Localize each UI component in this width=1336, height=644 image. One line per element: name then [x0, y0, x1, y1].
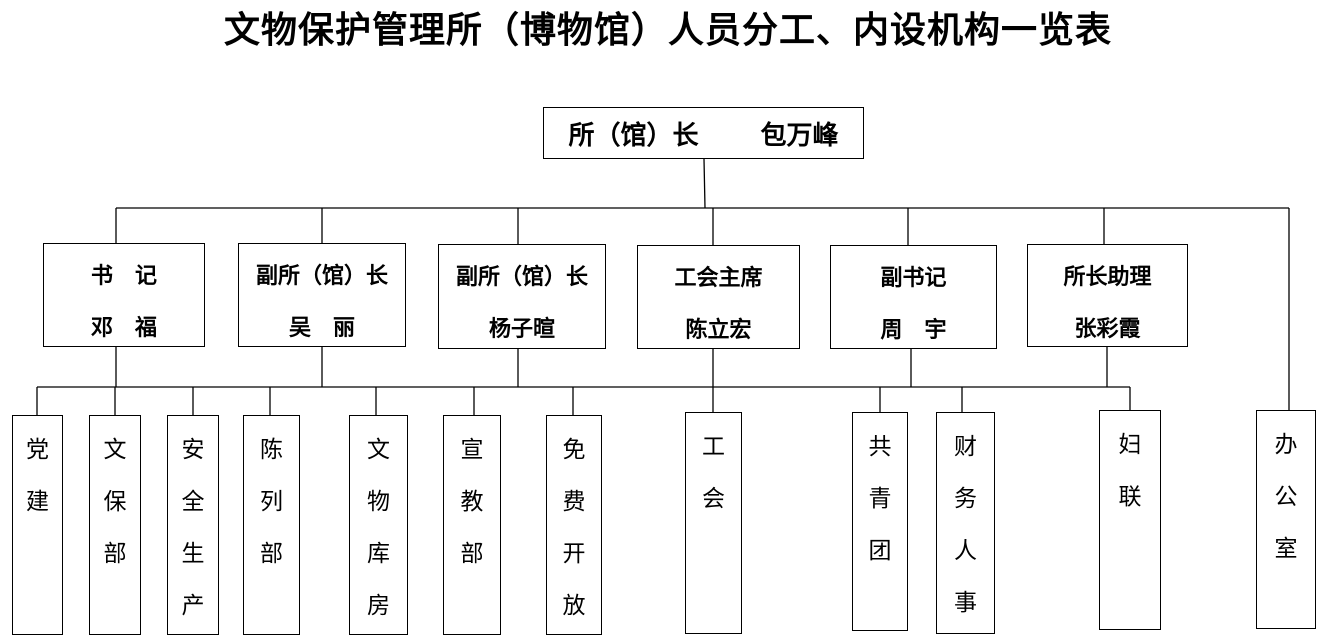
dept-char: 费	[562, 489, 586, 515]
dept-char: 青	[868, 486, 892, 512]
dept-char: 人	[954, 538, 977, 564]
leader-box-deputy-director-2: 副所（馆）长 杨子暄	[438, 244, 606, 349]
leader-role: 所长助理	[1063, 264, 1152, 290]
dept-char: 安	[181, 437, 205, 463]
dept-char: 列	[260, 489, 283, 515]
dept-char: 团	[868, 538, 892, 564]
dept-char: 事	[954, 590, 977, 616]
dept-box-womens-federation: 妇 联	[1099, 410, 1161, 630]
dept-box-party-building: 党 建	[12, 415, 63, 635]
dept-char: 工	[702, 434, 725, 460]
leader-name: 杨子暄	[488, 316, 555, 342]
dept-char: 产	[181, 593, 205, 619]
dept-box-safety-production: 安 全 生 产	[167, 415, 219, 635]
dept-char: 党	[26, 437, 49, 463]
dept-char: 文	[103, 437, 127, 463]
dept-char: 部	[260, 541, 283, 567]
dept-char: 房	[367, 593, 390, 619]
dept-char: 宣	[460, 437, 484, 463]
dept-box-education: 宣 教 部	[443, 415, 501, 635]
leader-name: 陈立宏	[685, 317, 752, 343]
dept-box-heritage-protection: 文 保 部	[89, 415, 141, 635]
dept-box-free-admission: 免 费 开 放	[546, 415, 602, 635]
dept-char: 放	[562, 593, 586, 619]
leader-name: 张彩霞	[1074, 316, 1141, 342]
leader-role: 副所（馆）长	[255, 263, 388, 289]
leader-role: 工会主席	[674, 265, 763, 291]
dept-char: 全	[181, 489, 205, 515]
dept-char: 建	[26, 489, 49, 515]
dept-char: 部	[460, 541, 484, 567]
dept-char: 库	[367, 541, 390, 567]
head-role: 所（馆）长	[568, 120, 699, 151]
leader-role: 书 记	[90, 263, 157, 289]
dept-char: 妇	[1118, 432, 1142, 458]
head-box: 所（馆）长 包万峰	[543, 107, 864, 159]
leader-name: 周 宇	[880, 317, 947, 343]
dept-char: 保	[103, 489, 127, 515]
leader-box-deputy-director-1: 副所（馆）长 吴 丽	[238, 243, 406, 347]
dept-char: 开	[562, 541, 586, 567]
leader-role: 副所（馆）长	[455, 264, 588, 290]
dept-char: 文	[367, 437, 390, 463]
dept-char: 务	[954, 486, 977, 512]
dept-char: 部	[103, 541, 127, 567]
dept-char: 物	[367, 489, 390, 515]
head-name: 包万峰	[760, 120, 839, 151]
dept-box-trade-union: 工 会	[685, 412, 742, 634]
dept-box-exhibition: 陈 列 部	[243, 415, 300, 635]
dept-char: 免	[562, 437, 586, 463]
leader-name: 吴 丽	[288, 315, 355, 341]
dept-char: 陈	[260, 437, 283, 463]
leader-box-union-chair: 工会主席 陈立宏	[637, 245, 800, 349]
leader-role: 副书记	[880, 265, 947, 291]
dept-char: 办	[1274, 432, 1298, 458]
leader-name: 邓 福	[90, 315, 157, 341]
dept-char: 会	[702, 486, 725, 512]
dept-char: 财	[954, 434, 977, 460]
chart-title: 文物保护管理所（博物馆）人员分工、内设机构一览表	[223, 9, 1112, 51]
dept-char: 室	[1274, 536, 1298, 562]
dept-char: 公	[1274, 484, 1298, 510]
leader-box-director-assistant: 所长助理 张彩霞	[1027, 244, 1188, 347]
dept-box-youth-league: 共 青 团	[852, 412, 908, 631]
dept-char: 教	[460, 489, 484, 515]
dept-box-artifact-storage: 文 物 库 房	[349, 415, 408, 635]
dept-char: 生	[181, 541, 205, 567]
dept-char: 共	[868, 434, 892, 460]
dept-char: 联	[1118, 484, 1142, 510]
leader-box-secretary: 书 记 邓 福	[43, 243, 205, 347]
leader-box-deputy-secretary: 副书记 周 宇	[830, 245, 997, 349]
dept-box-finance-hr: 财 务 人 事	[936, 412, 995, 634]
dept-box-general-office: 办 公 室	[1256, 410, 1316, 629]
